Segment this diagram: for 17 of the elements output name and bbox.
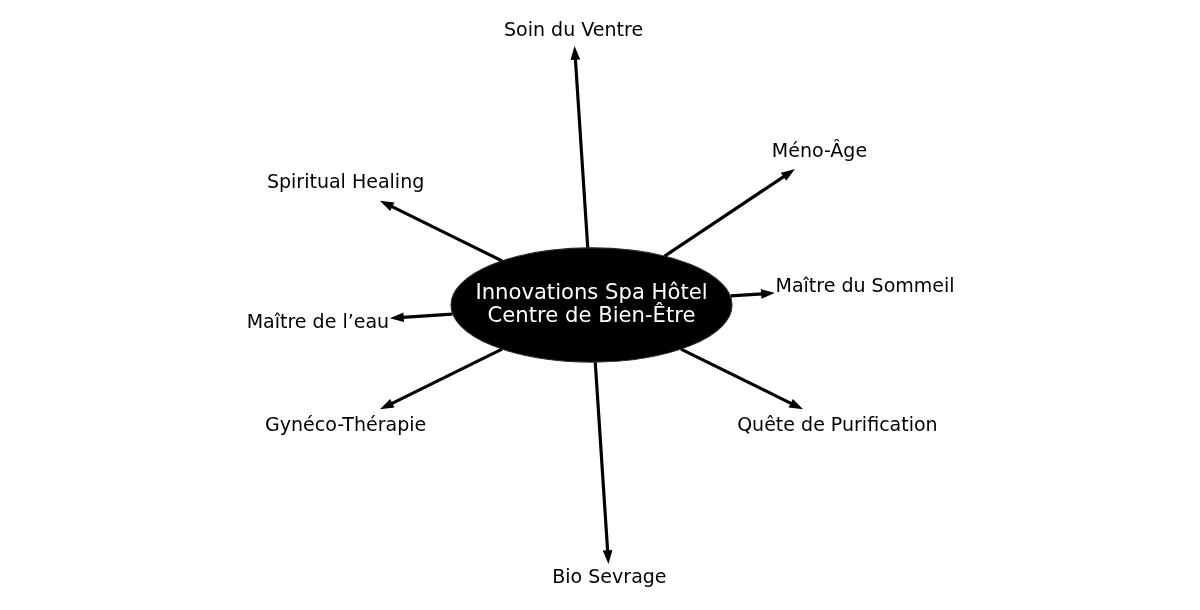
arrow bbox=[379, 200, 503, 263]
node-ellipse: Innovations Spa Hôtel Centre de Bien-Être bbox=[449, 247, 733, 363]
node-text: Soin du Ventre bbox=[503, 18, 643, 41]
node-text: Spiritual Healing bbox=[266, 170, 424, 193]
arrow bbox=[730, 289, 775, 299]
node-text: Maître du Sommeil bbox=[775, 273, 955, 296]
arrow bbox=[389, 312, 452, 323]
node-text: Maître de l’eau bbox=[246, 309, 389, 332]
arrow bbox=[593, 362, 612, 565]
arrow bbox=[570, 45, 589, 248]
arrow bbox=[663, 169, 795, 258]
node-text: Méno-Âge bbox=[771, 139, 867, 162]
node-text: Gynéco-Thérapie bbox=[264, 412, 426, 435]
node-text: Quête de Purification bbox=[736, 412, 938, 435]
arrow bbox=[379, 347, 503, 410]
arrow bbox=[679, 347, 803, 410]
node-text: Bio Sevrage bbox=[551, 565, 667, 588]
